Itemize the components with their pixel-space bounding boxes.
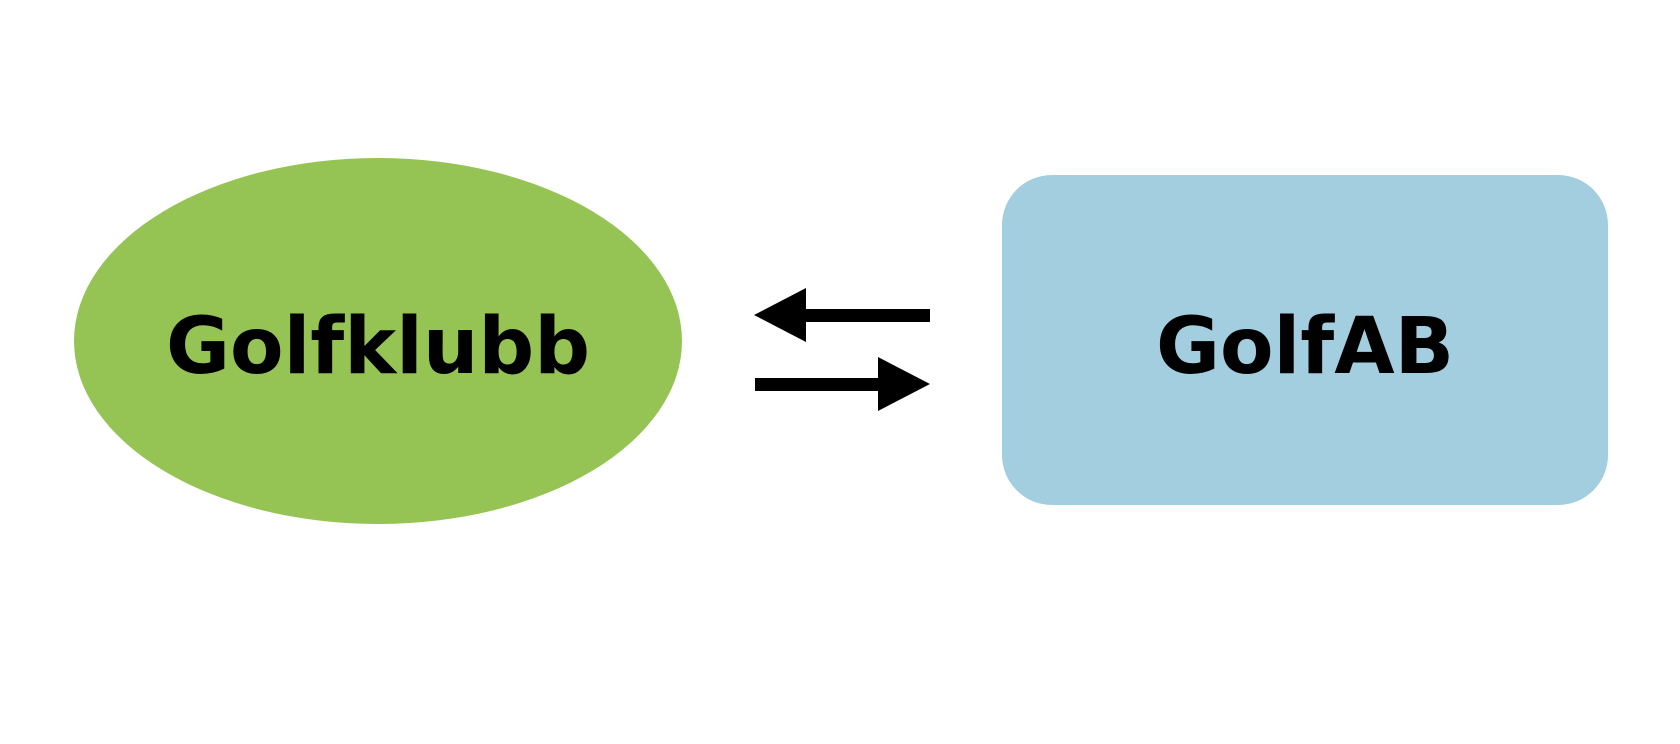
arrow-left-shaft [804,309,930,322]
arrow-right-head [878,357,930,411]
node-golfklubb-shape [74,158,682,524]
node-golfklubb-label: Golfklubb [166,302,590,392]
node-golfab: GolfAB [1002,175,1608,505]
arrow-right-shaft [755,378,881,391]
arrow-left-head [754,288,806,342]
arrow-left [754,288,930,342]
node-golfab-label: GolfAB [1156,302,1454,392]
node-golfklubb: Golfklubb [74,158,682,524]
node-golfab-shape [1002,175,1608,505]
arrow-right [755,357,930,411]
